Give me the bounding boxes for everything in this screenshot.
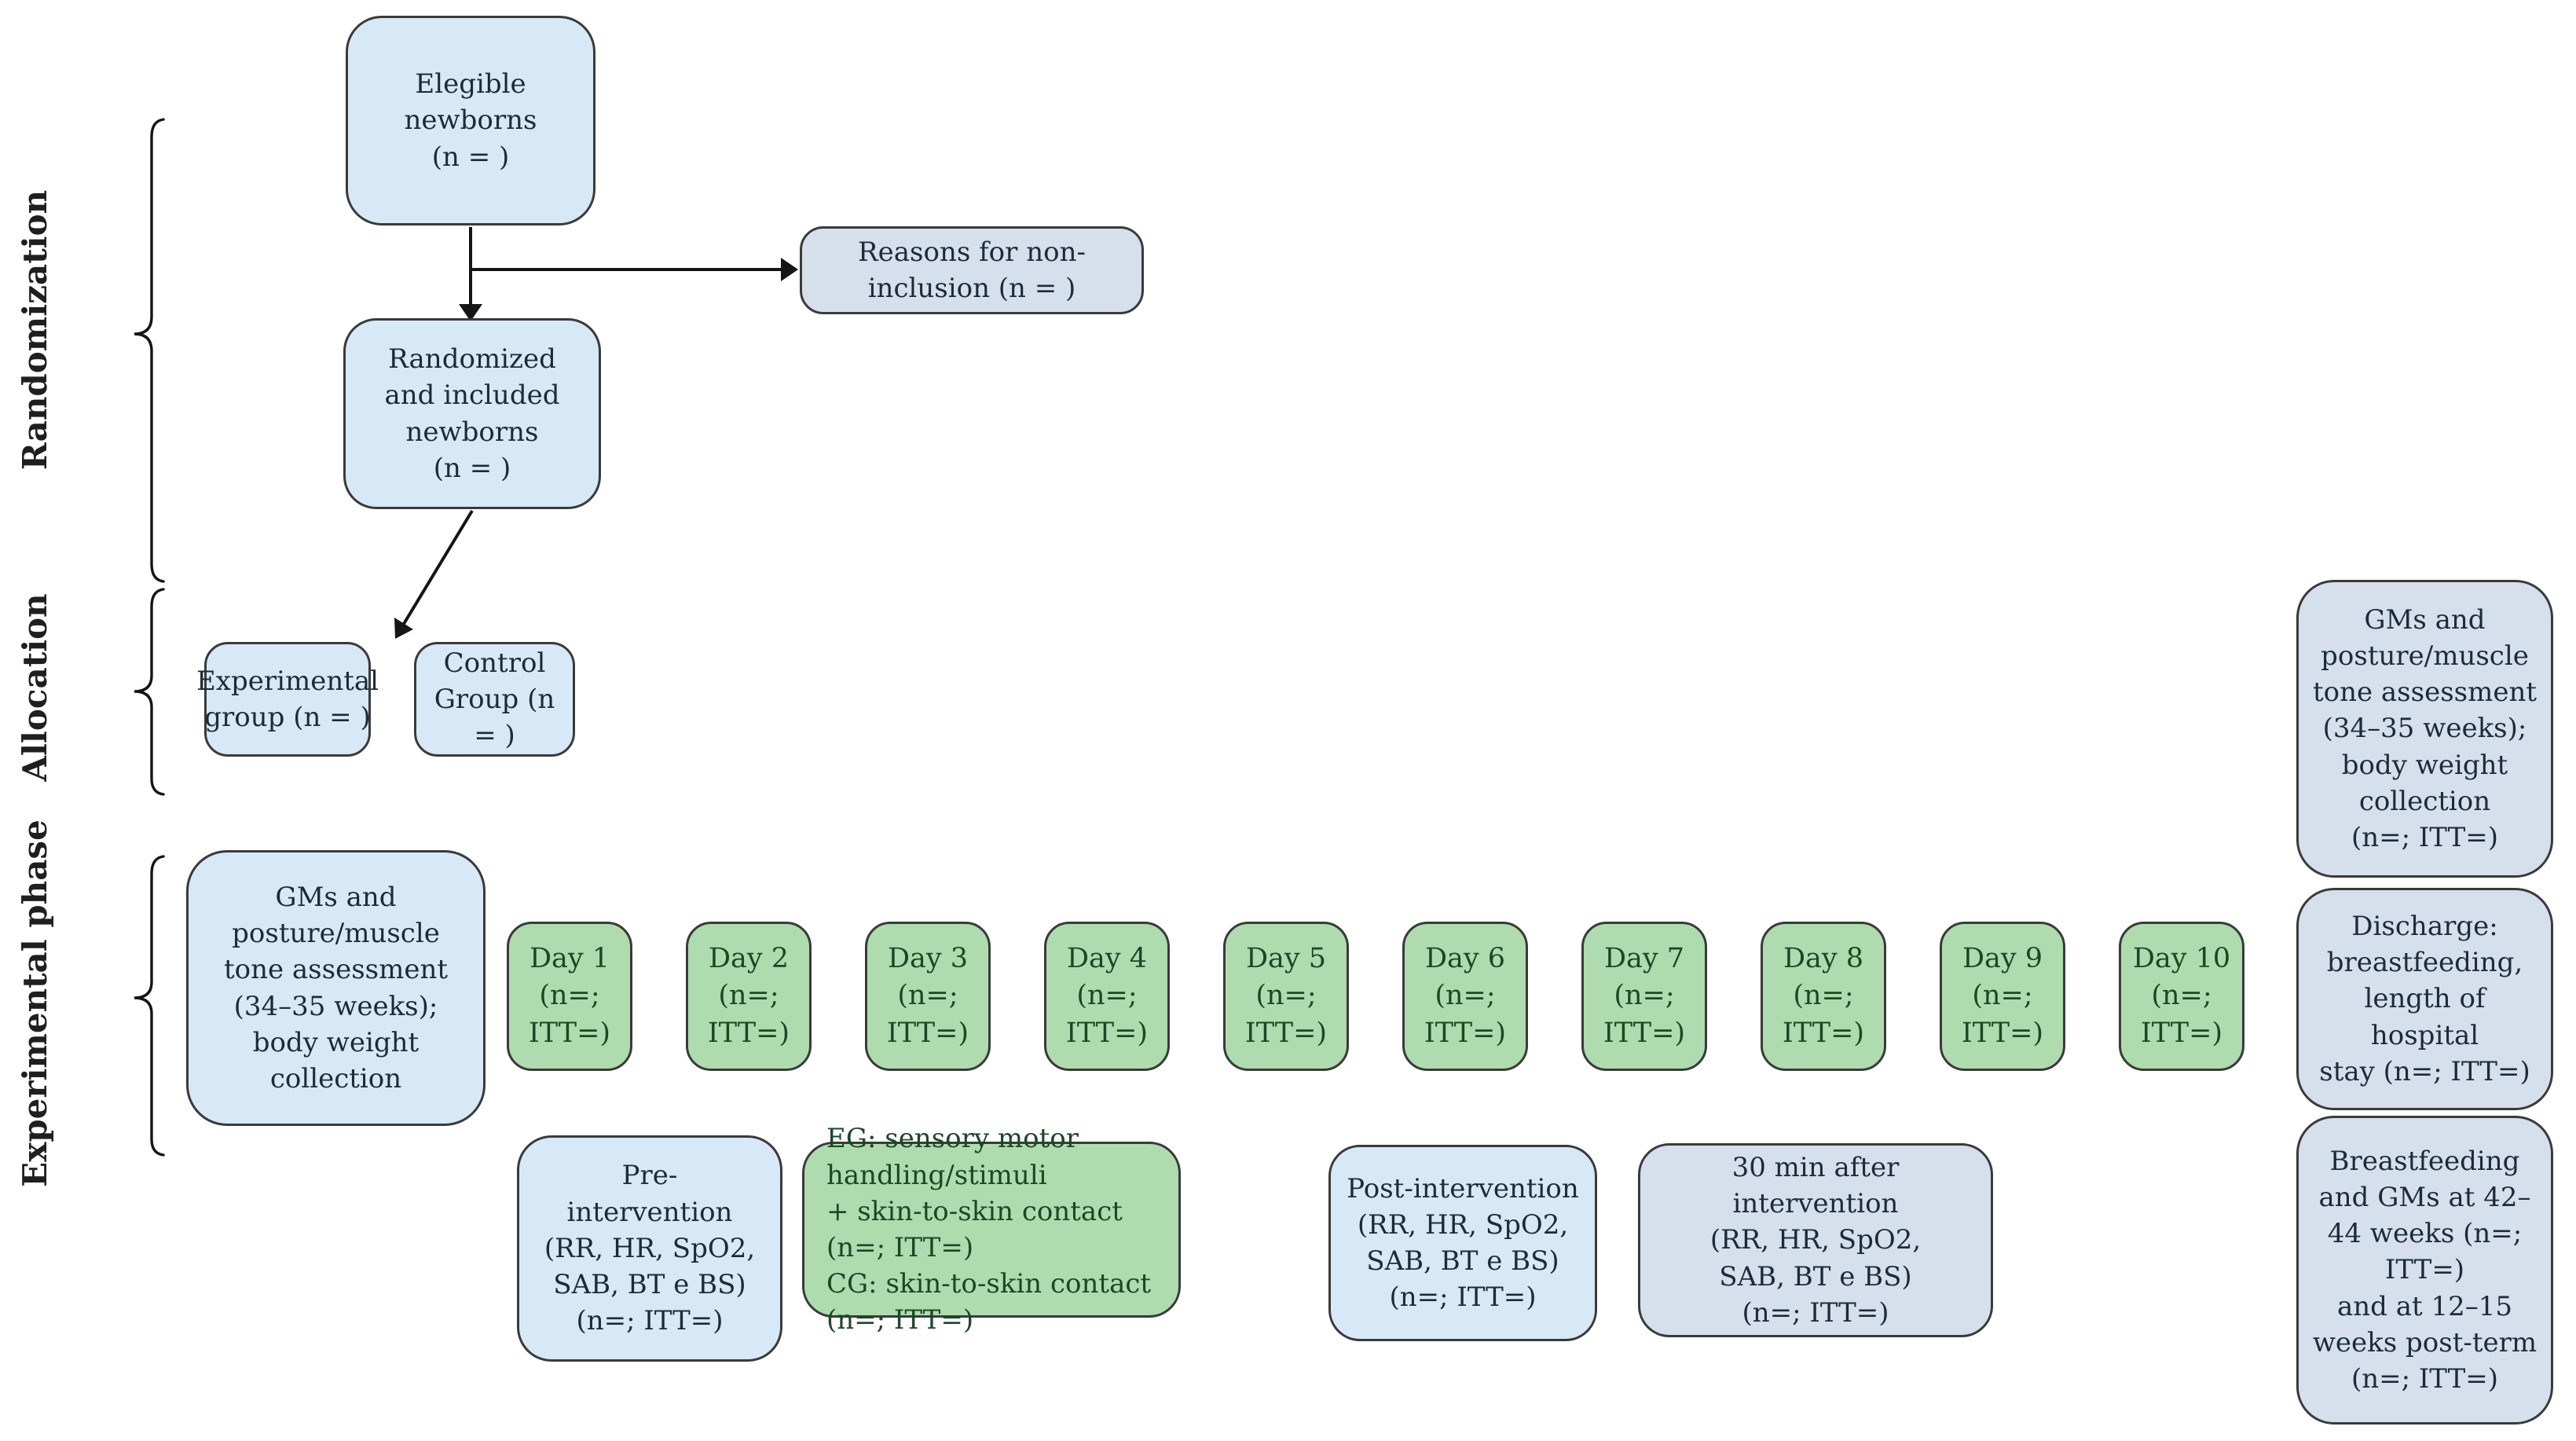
randomized-newborns-box: Randomized and included newborns (n = ) xyxy=(343,318,601,509)
day-counts: (n=; ITT=) xyxy=(1244,980,1328,1049)
day-label: Day 10 xyxy=(2132,942,2231,974)
allocation-brace xyxy=(134,588,165,796)
day-box-10: Day 10 (n=; ITT=) xyxy=(2119,922,2244,1071)
day-counts: (n=; ITT=) xyxy=(1603,980,1686,1049)
experimental-group-box: Experimental group (n = ) xyxy=(196,642,379,757)
arrow-randomized-to-groups xyxy=(402,509,474,625)
control-group-box: Control Group (n = ) xyxy=(414,642,575,757)
day-label: Day 3 xyxy=(887,942,969,974)
day-label: Day 8 xyxy=(1783,942,1864,974)
eligible-newborns-box: Elegible newborns (n = ) xyxy=(346,16,595,226)
day-box-1: Day 1 (n=; ITT=) xyxy=(507,922,632,1071)
post-intervention-box: Post-intervention (RR, HR, SpO2, SAB, BT… xyxy=(1328,1145,1597,1341)
experimental-phase-brace xyxy=(134,855,165,1157)
arrow-eligible-to-randomized-arrowhead xyxy=(459,304,482,321)
day-box-3: Day 3 (n=; ITT=) xyxy=(865,922,991,1071)
day-counts: (n=; ITT=) xyxy=(528,980,611,1049)
day-counts: (n=; ITT=) xyxy=(1424,980,1507,1049)
day-box-4: Day 4 (n=; ITT=) xyxy=(1044,922,1170,1071)
day-label: Day 2 xyxy=(708,942,790,974)
day-label: Day 9 xyxy=(1962,942,2043,974)
pre-intervention-box: Pre- intervention (RR, HR, SpO2, SAB, BT… xyxy=(517,1135,782,1362)
discharge-box: Discharge: breastfeeding, length of hosp… xyxy=(2296,888,2553,1110)
day-box-8: Day 8 (n=; ITT=) xyxy=(1761,922,1886,1071)
randomization-brace xyxy=(134,118,165,583)
day-counts: (n=; ITT=) xyxy=(1065,980,1149,1049)
arrow-randomized-to-groups-arrowhead xyxy=(394,618,413,639)
day-label: Day 6 xyxy=(1424,942,1506,974)
followup-box: Breastfeeding and GMs at 42– 44 weeks (n… xyxy=(2296,1116,2553,1424)
day-box-9: Day 9 (n=; ITT=) xyxy=(1940,922,2065,1071)
day-counts: (n=; ITT=) xyxy=(2140,980,2223,1049)
day-label: Day 7 xyxy=(1603,942,1685,974)
day-label: Day 4 xyxy=(1066,942,1148,974)
day-counts: (n=; ITT=) xyxy=(1782,980,1865,1049)
day-label: Day 5 xyxy=(1245,942,1327,974)
day-counts: (n=; ITT=) xyxy=(707,980,790,1049)
reasons-non-inclusion-box: Reasons for non-inclusion (n = ) xyxy=(800,226,1144,314)
day-box-5: Day 5 (n=; ITT=) xyxy=(1223,922,1349,1071)
gms-assessment-itt-box: GMs and posture/muscle tone assessment (… xyxy=(2296,580,2553,878)
day-label: Day 1 xyxy=(529,942,610,974)
day-counts: (n=; ITT=) xyxy=(886,980,969,1049)
day-box-6: Day 6 (n=; ITT=) xyxy=(1402,922,1528,1071)
day-counts: (n=; ITT=) xyxy=(1961,980,2044,1049)
day-box-2: Day 2 (n=; ITT=) xyxy=(686,922,812,1071)
arrow-branch-to-reasons-arrowhead xyxy=(781,258,798,281)
gms-assessment-box: GMs and posture/muscle tone assessment (… xyxy=(186,850,486,1126)
phase-label-experimental-phase: Experimental phase xyxy=(16,820,54,1187)
day-box-7: Day 7 (n=; ITT=) xyxy=(1581,922,1707,1071)
after-30min-box: 30 min after intervention (RR, HR, SpO2,… xyxy=(1638,1143,1993,1337)
intervention-box: EG: sensory motor handling/stimuli + ski… xyxy=(802,1123,1181,1336)
